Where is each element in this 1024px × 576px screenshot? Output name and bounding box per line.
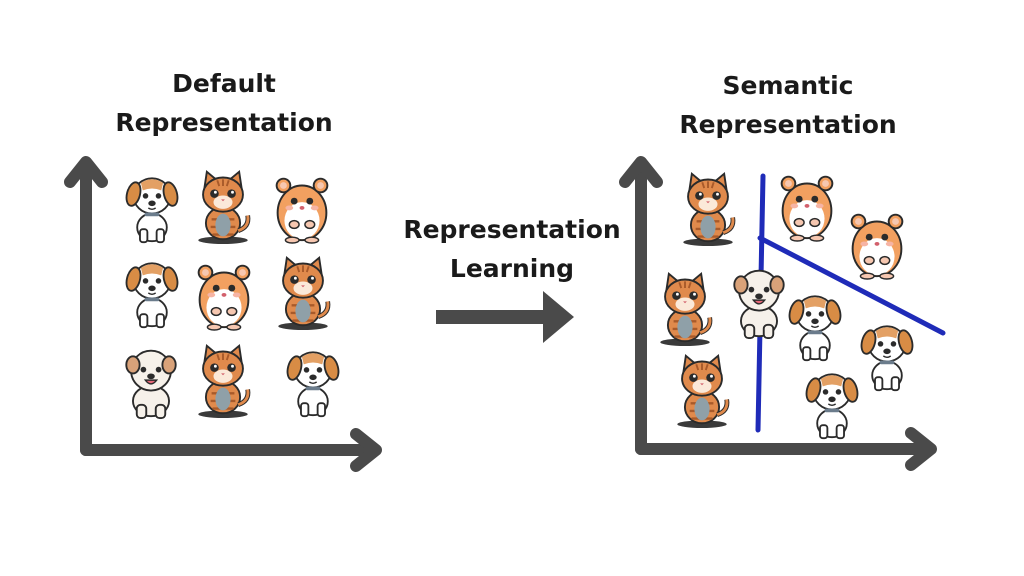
left-title-line1: Default [172,69,276,98]
hamster-icon [850,213,904,280]
diagonal-separator-line [757,235,946,336]
cat-cluster [660,174,733,428]
hamster-icon [275,177,329,244]
left-title-line2: Representation [115,108,333,137]
fluffy-dog-icon [125,349,177,420]
transform-label-line1: Representation [403,215,621,244]
transform-label: Representation Learning [384,210,640,288]
right-axes [619,156,937,471]
left-axes [64,156,382,472]
left-animal-grid [123,172,342,420]
dog-icon [786,295,844,362]
cat-icon [198,346,248,418]
dog-icon [123,262,181,329]
arrow-head [543,291,574,343]
left-x-arrowhead [350,428,382,472]
hamster-cluster [780,175,904,280]
hamster-icon [197,264,251,331]
dog-icon [858,325,916,392]
cat-icon [660,274,710,346]
cat-icon [683,174,733,246]
right-title-line2: Representation [679,110,897,139]
hamster-icon [780,175,834,242]
dog-icon [284,351,342,418]
right-y-arrowhead [619,156,663,188]
right-panel-title: Semantic Representation [668,66,908,144]
right-clusters [660,174,916,440]
dog-icon [123,177,181,244]
cat-icon [198,172,248,244]
transform-label-line2: Learning [449,254,575,283]
right-title-line1: Semantic [722,71,854,100]
right-x-arrowhead [905,427,937,471]
transform-arrow [436,291,574,343]
cat-icon [677,356,727,428]
left-y-arrowhead [64,156,108,188]
fluffy-dog-icon [733,269,785,340]
left-panel-title: Default Representation [104,64,344,142]
dog-icon [803,373,861,440]
cat-icon [278,258,328,330]
